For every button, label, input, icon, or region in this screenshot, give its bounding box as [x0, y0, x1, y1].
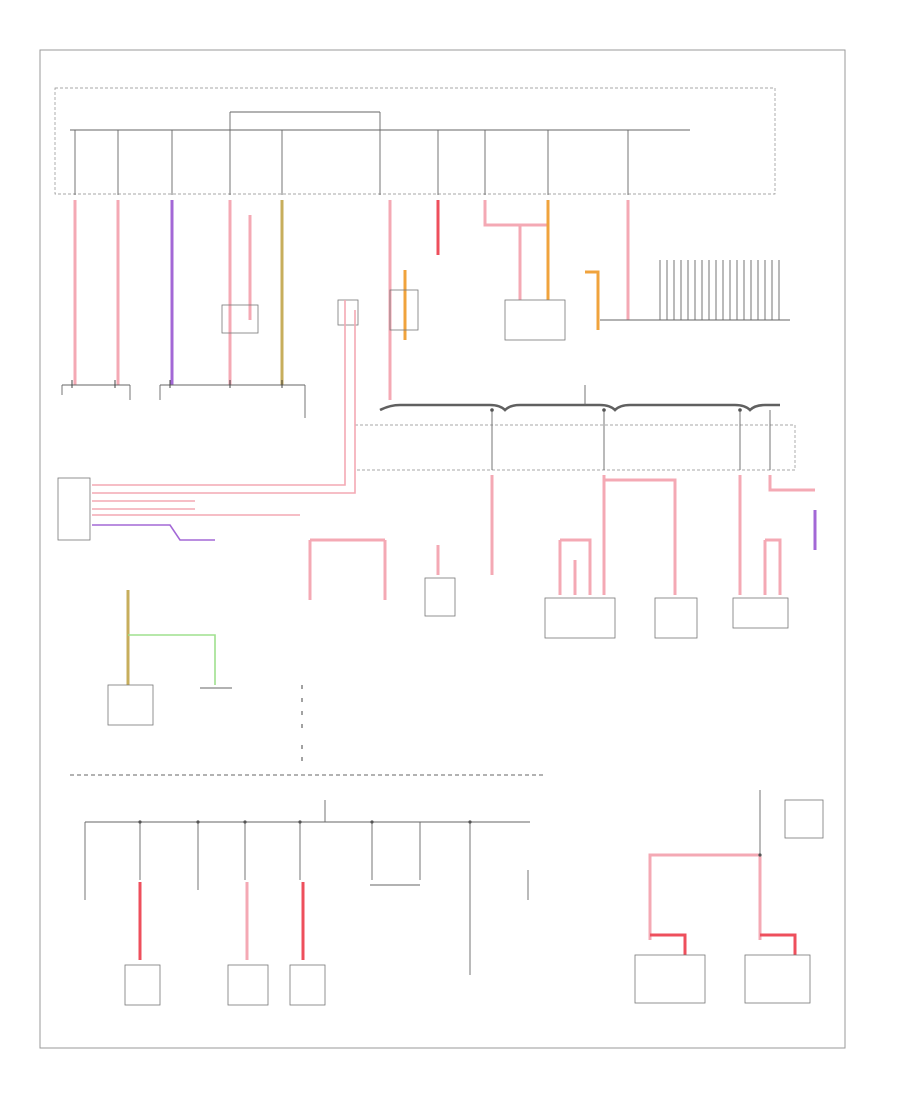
middle-fuse-drops [491, 410, 771, 470]
splice-module [424, 577, 456, 617]
module-row-c [732, 597, 789, 629]
connector-bottom-left [61, 380, 306, 418]
wire-18 [768, 475, 815, 492]
module-row-b [654, 597, 698, 639]
wire-29 [650, 933, 797, 955]
junction-dots [138, 408, 762, 857]
relay-box-right [784, 799, 824, 839]
bottom-right-module-a [634, 954, 706, 1004]
left-connector-module [57, 477, 91, 541]
wire-16 [558, 480, 606, 595]
wire-23 [128, 634, 216, 685]
bottom-module-3 [289, 964, 326, 1006]
top-fuse-drops [74, 130, 629, 195]
wire-17 [738, 475, 782, 595]
wire-20 [308, 538, 387, 600]
fuse-comb [600, 260, 790, 321]
wire-28 [648, 853, 762, 940]
middle-fuse-box [354, 424, 796, 471]
module-small-b [389, 289, 419, 331]
wire-8 [483, 200, 550, 300]
bottom-module-1 [124, 964, 161, 1006]
bottom-fuse-drops [84, 822, 529, 975]
bottom-right-module-b [744, 954, 811, 1004]
top-fuse-box [54, 87, 776, 195]
module-lower-left [107, 684, 154, 726]
wire-11 [585, 270, 600, 330]
module-center [504, 299, 566, 341]
wire-15 [602, 475, 677, 595]
relay-module-left [221, 304, 259, 334]
top-fuse-sub-bus [229, 111, 381, 130]
module-row-a [544, 597, 616, 639]
diagram-frame [39, 49, 846, 1049]
module-small-a [337, 299, 359, 326]
left-connector-wires [92, 300, 356, 541]
bottom-module-2 [227, 964, 269, 1006]
main-power-bus [379, 403, 780, 412]
